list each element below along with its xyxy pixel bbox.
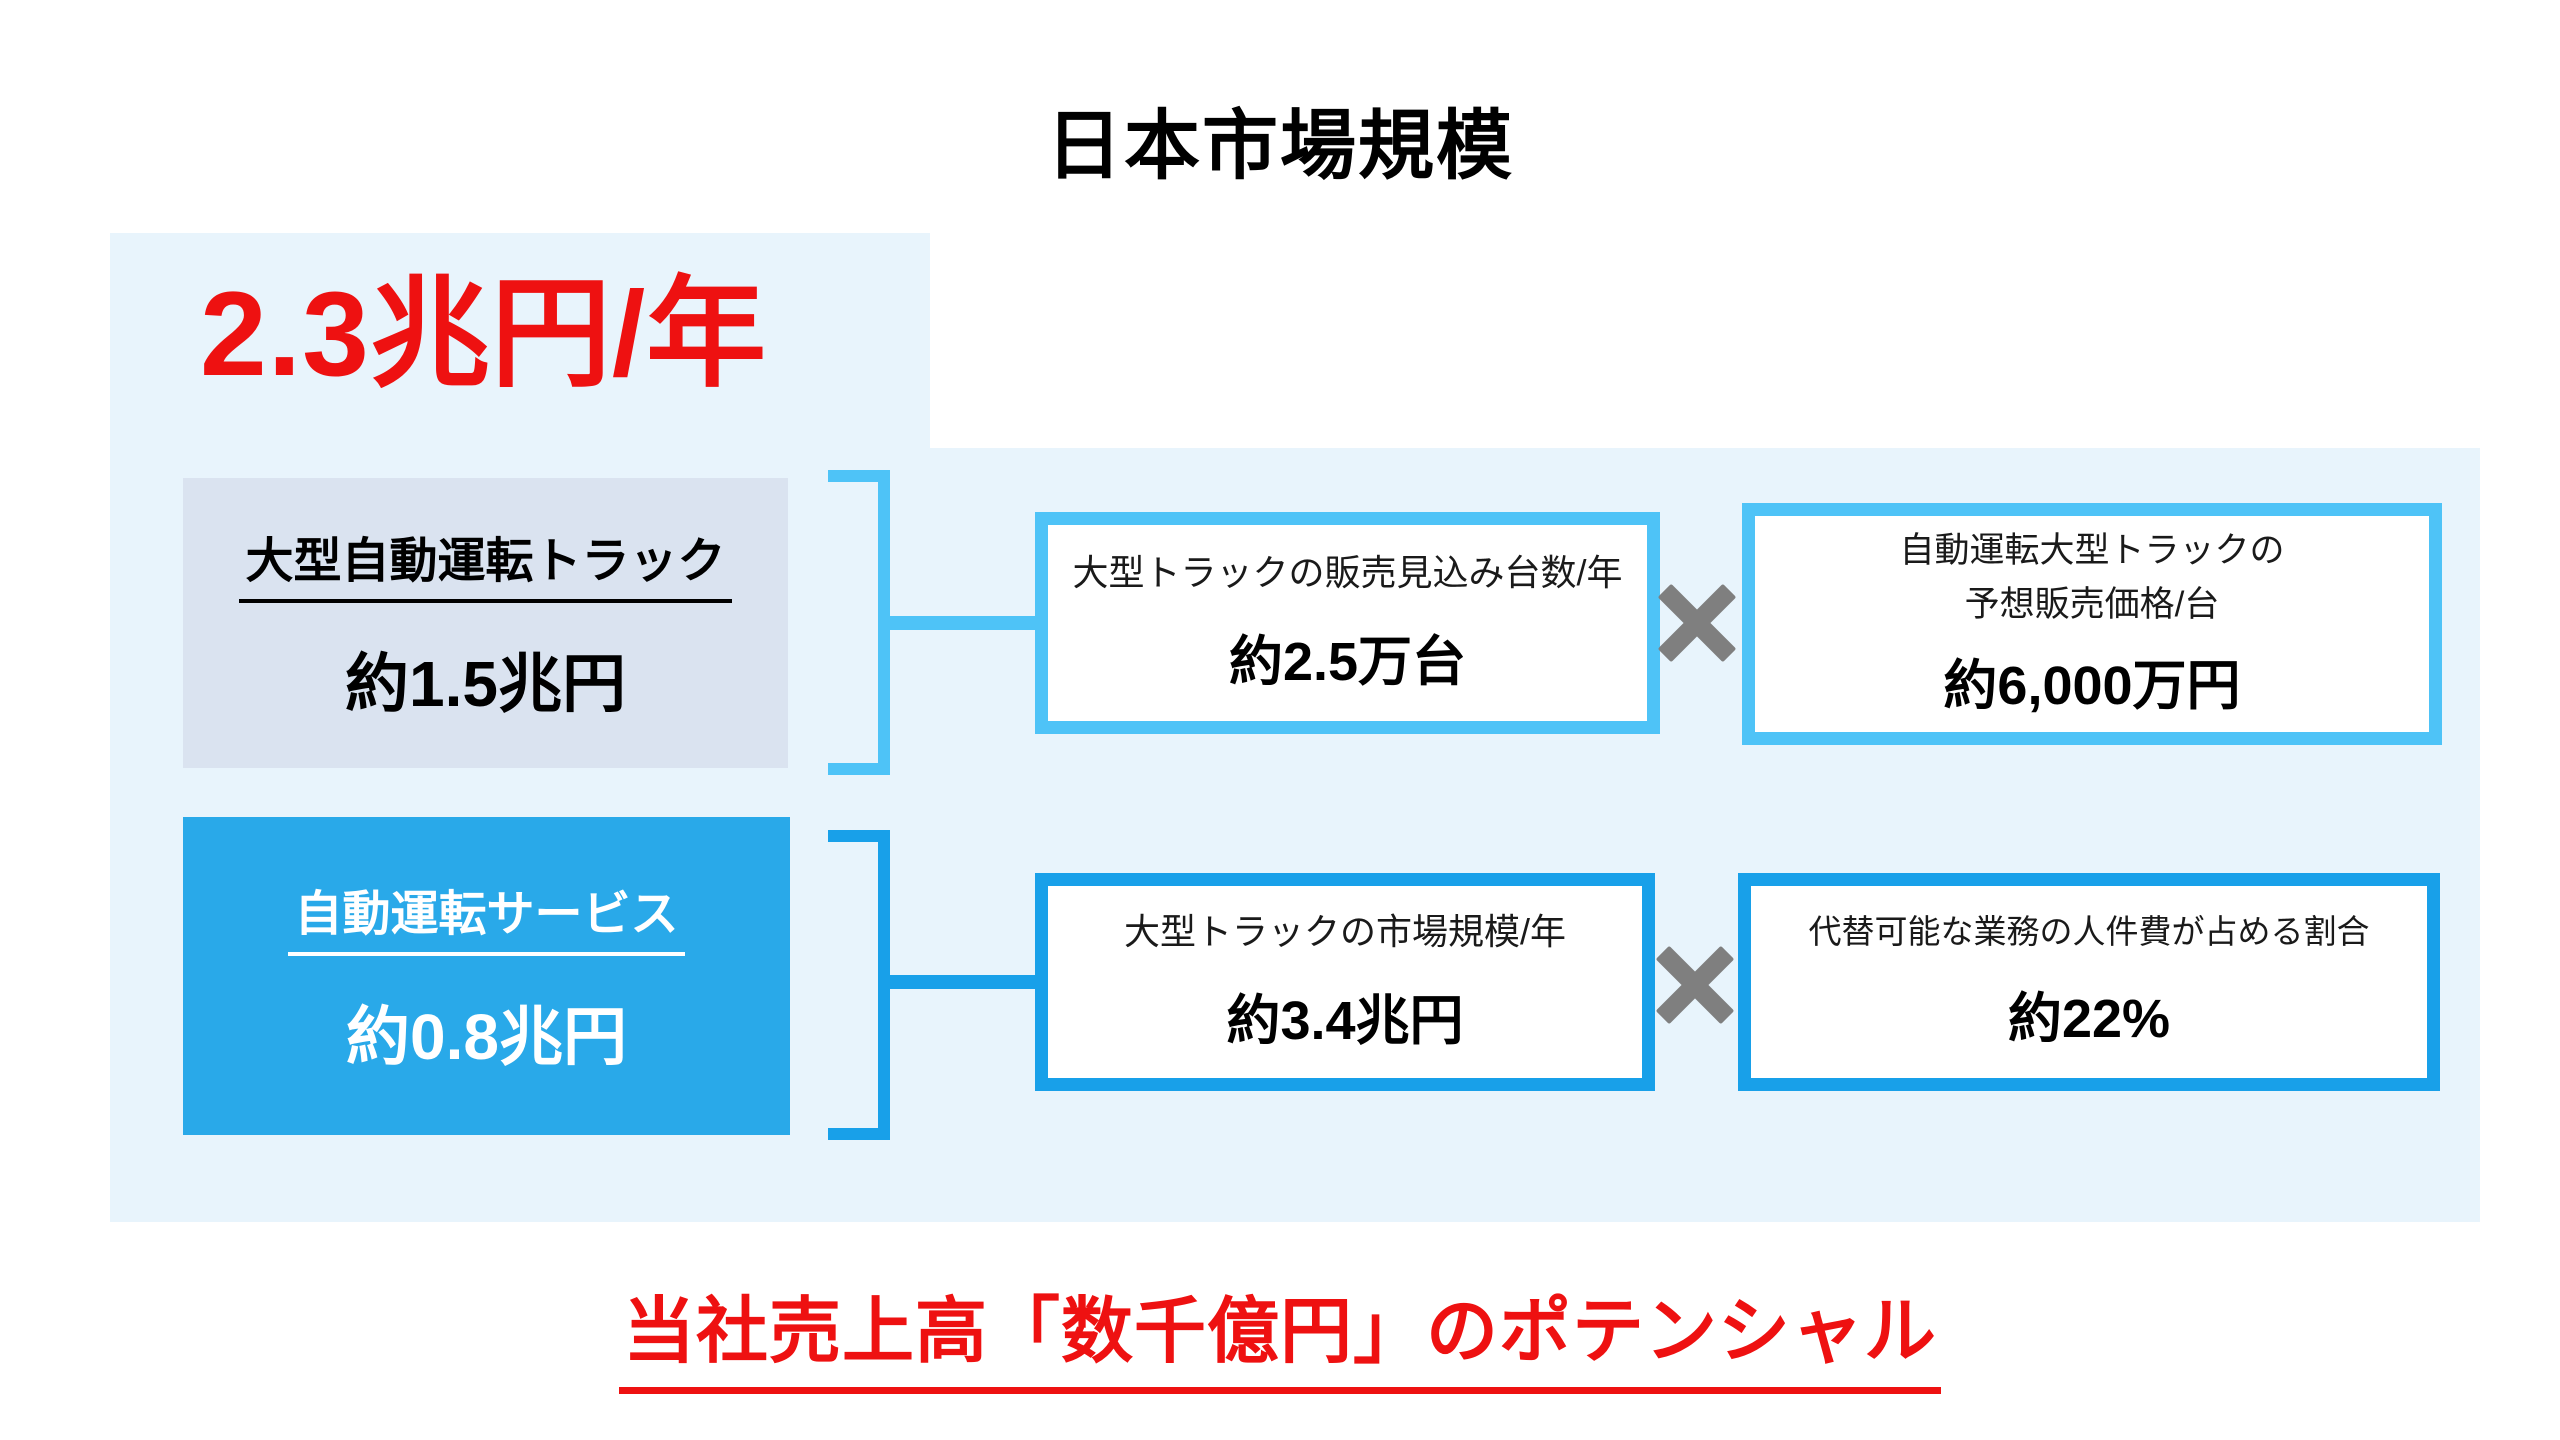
segment-service-card: 自動運転サービス 約0.8兆円 xyxy=(183,817,790,1135)
factor-caption: 大型トラックの市場規模/年 xyxy=(1123,911,1566,953)
factor-box-truck-price: 自動運転大型トラックの 予想販売価格/台 約6,000万円 xyxy=(1742,503,2442,745)
bracket-vertical-line xyxy=(878,470,890,775)
factor-caption: 代替可能な業務の人件費が占める割合 xyxy=(1808,913,2370,951)
factor-caption: 大型トラックの販売見込み台数/年 xyxy=(1072,552,1623,594)
bracket-connector-line xyxy=(890,616,1037,630)
segment-truck-value: 約1.5兆円 xyxy=(345,648,626,720)
bracket-connector-line xyxy=(890,975,1037,989)
bracket-bottom-stub xyxy=(828,763,890,775)
bracket-connector-truck xyxy=(828,470,1037,775)
page-title: 日本市場規模 xyxy=(1046,104,1514,189)
factor-caption-line2: 予想販売価格/台 xyxy=(1964,584,2220,624)
factor-value: 約2.5万台 xyxy=(1228,631,1467,692)
footer-takeaway: 当社売上高「数千億円」のポテンシャル xyxy=(0,1272,2560,1394)
footer-takeaway-text: 当社売上高「数千億円」のポテンシャル xyxy=(618,1272,1941,1394)
factor-caption-line1: 自動運転大型トラックの xyxy=(1899,531,2285,570)
total-market-value: 2.3兆円/年 xyxy=(200,267,768,401)
factor-value: 約22% xyxy=(2007,988,2171,1049)
factor-box-service-market: 大型トラックの市場規模/年 約3.4兆円 xyxy=(1035,873,1655,1091)
factor-value: 約6,000万円 xyxy=(1943,656,2241,716)
bracket-top-stub xyxy=(828,470,890,482)
factor-value: 約3.4兆円 xyxy=(1226,990,1464,1051)
multiply-icon xyxy=(1663,589,1731,657)
bracket-vertical-line xyxy=(878,830,890,1140)
segment-truck-label: 大型自動運転トラック xyxy=(239,521,732,603)
bracket-bottom-stub xyxy=(828,1128,890,1140)
segment-service-value: 約0.8兆円 xyxy=(346,1001,627,1073)
segment-service-label: 自動運転サービス xyxy=(288,874,685,956)
highlight-panel-top xyxy=(110,233,930,448)
factor-box-labor-share: 代替可能な業務の人件費が占める割合 約22% xyxy=(1738,873,2440,1091)
bracket-connector-service xyxy=(828,830,1037,1140)
factor-box-truck-units: 大型トラックの販売見込み台数/年 約2.5万台 xyxy=(1035,512,1660,734)
bracket-top-stub xyxy=(828,830,890,842)
segment-truck-card: 大型自動運転トラック 約1.5兆円 xyxy=(183,478,788,768)
multiply-icon xyxy=(1661,951,1729,1019)
